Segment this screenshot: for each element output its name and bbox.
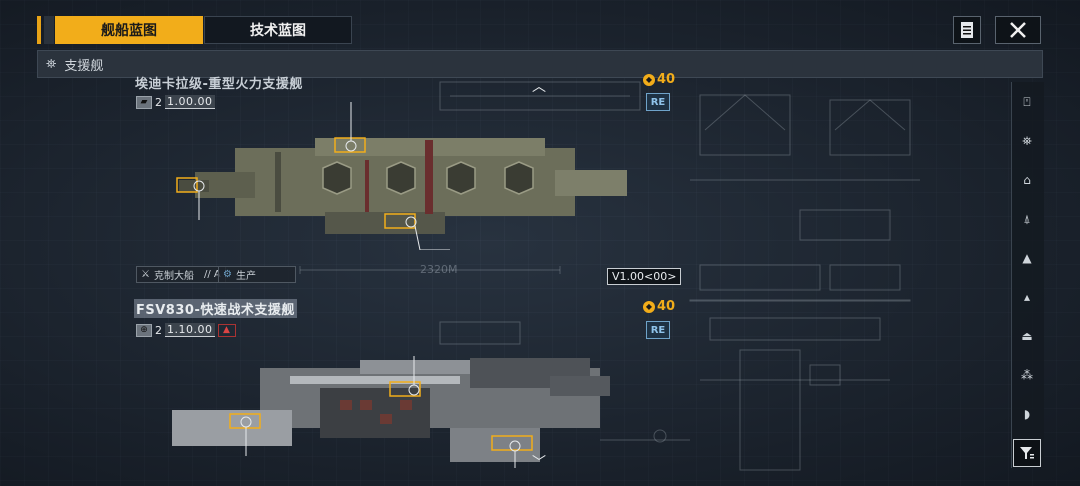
support-ship-icon: ⛯ bbox=[46, 56, 57, 72]
cost-value: 40 bbox=[657, 72, 676, 87]
ship-class-icon: ▰ bbox=[136, 95, 152, 109]
ship-name[interactable]: FSV830-快速战术支援舰 bbox=[134, 299, 297, 318]
document-icon bbox=[961, 22, 973, 38]
re-badge: RE bbox=[646, 321, 670, 339]
tab-notch bbox=[44, 16, 54, 44]
stat-value: 1.00.00 bbox=[165, 95, 215, 109]
stat-count: 2 bbox=[155, 95, 162, 109]
category-label: 支援舰 bbox=[64, 58, 104, 74]
stat-count: 2 bbox=[155, 323, 162, 337]
resource-icon: ◆ bbox=[643, 300, 655, 313]
tab-tech-blueprints[interactable]: 技术蓝图 bbox=[204, 16, 352, 44]
close-icon bbox=[1010, 22, 1026, 38]
ship-image-fast-tactical-support[interactable] bbox=[170, 318, 630, 468]
ship-stats: ▰ 2 1.00.00 bbox=[136, 95, 215, 109]
production-tag: ⚙ 生产 bbox=[218, 266, 296, 283]
blueprint-decoration bbox=[299, 81, 920, 471]
close-button[interactable] bbox=[995, 16, 1041, 44]
counter-suffix: // A bbox=[203, 269, 221, 280]
hazard-icon: ▲ bbox=[217, 323, 236, 337]
ship-class-icon: ⊕ bbox=[136, 323, 152, 337]
production-icon: ⚙ bbox=[223, 269, 232, 280]
filter-support-icon[interactable]: ⍞ bbox=[1023, 94, 1031, 109]
counter-label: 克制大船 bbox=[153, 271, 194, 282]
filter-frigate-icon[interactable]: ⌂ bbox=[1023, 173, 1031, 187]
resource-icon: ◆ bbox=[643, 73, 655, 86]
filter-button[interactable] bbox=[1013, 439, 1041, 467]
ship-cost: ◆ 40 bbox=[643, 72, 675, 87]
filter-icon bbox=[1020, 447, 1034, 459]
production-label: 生产 bbox=[235, 271, 256, 282]
version-label: V1.00<00> bbox=[607, 268, 682, 285]
filter-carrier-icon[interactable]: ⏏ bbox=[1021, 329, 1033, 343]
counter-icon: ⚔ bbox=[141, 269, 150, 280]
document-button[interactable] bbox=[953, 16, 981, 44]
tab-accent-bar bbox=[37, 16, 41, 44]
ship-cost: ◆ 40 bbox=[643, 299, 675, 314]
filter-destroyer-icon[interactable]: ⍋ bbox=[1023, 211, 1031, 226]
ship-name[interactable]: 埃迪卡拉级-重型火力支援舰 bbox=[135, 77, 303, 92]
tab-ship-blueprints[interactable]: 舰船蓝图 bbox=[55, 16, 203, 44]
category-header: ⛯ 支援舰 bbox=[37, 50, 1043, 78]
filter-cruiser-icon[interactable]: ▲ bbox=[1022, 251, 1032, 265]
filter-auxiliary-icon[interactable]: ⁂ bbox=[1021, 368, 1033, 382]
ship-image-heavy-fire-support[interactable] bbox=[175, 100, 635, 250]
filter-support-alt-icon[interactable]: ⛯ bbox=[1022, 133, 1032, 148]
scroll-down-icon[interactable]: ﹀ bbox=[532, 455, 546, 471]
cost-value: 40 bbox=[657, 299, 676, 314]
scroll-up-icon[interactable]: ︿ bbox=[532, 79, 546, 95]
length-label: 2320M bbox=[420, 263, 458, 276]
filter-battleship-icon[interactable]: ◗ bbox=[1023, 407, 1031, 421]
ship-stats: ⊕ 2 1.10.00 ▲ bbox=[136, 323, 236, 337]
stat-value: 1.10.00 bbox=[165, 323, 215, 337]
filter-sidebar bbox=[1011, 82, 1044, 468]
filter-battlecruiser-icon[interactable]: ▴ bbox=[1023, 290, 1031, 304]
counter-tag: ⚔ 克制大船 // A bbox=[136, 266, 226, 283]
re-badge: RE bbox=[646, 93, 670, 111]
